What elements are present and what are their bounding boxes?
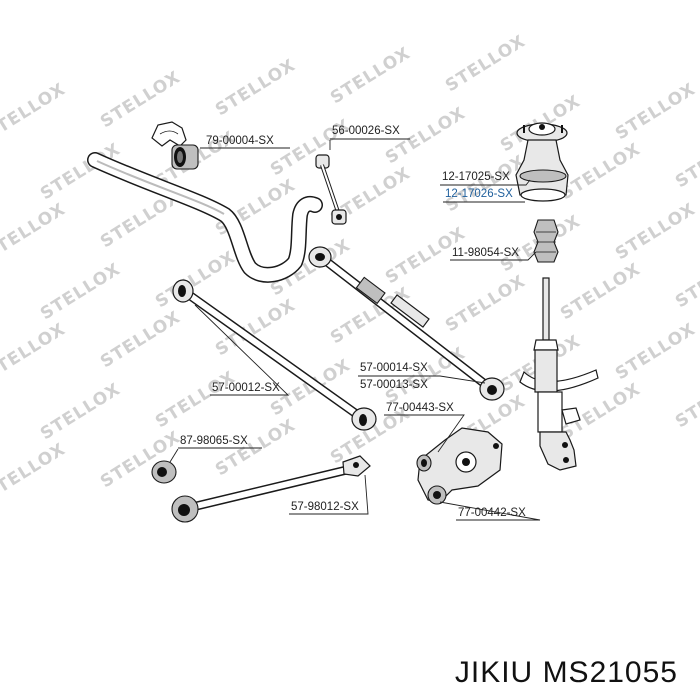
watermark-text: STELLOX: [672, 127, 700, 192]
watermark-text: STELLOX: [672, 367, 700, 432]
watermark-text: STELLOX: [442, 31, 529, 96]
watermark-text: STELLOX: [612, 319, 699, 384]
watermark-text: STELLOX: [557, 259, 644, 324]
label-adjustable-arm-1[interactable]: 57-00014-SX: [360, 362, 428, 374]
control-arm-long-part: [172, 279, 377, 431]
label-trailing-bushing[interactable]: 87-98065-SX: [180, 435, 248, 447]
part-labels: 79-00004-SX 56-00026-SX 12-17025-SX 12-1…: [180, 125, 526, 519]
bump-stop-part: [533, 219, 559, 263]
watermark-text: STELLOX: [212, 295, 299, 360]
footer-brand: JIKIU: [454, 656, 534, 689]
watermark-text: STELLOX: [327, 43, 414, 108]
watermark-text: STELLOX: [0, 199, 69, 264]
watermark-text: STELLOX: [557, 139, 644, 204]
label-strut-mount-1[interactable]: 12-17025-SX: [442, 171, 510, 183]
watermark-text: STELLOX: [0, 439, 69, 504]
trailing-bushing-part: [151, 460, 177, 484]
watermark-text: STELLOX: [37, 259, 124, 324]
watermark-text: STELLOX: [0, 319, 69, 384]
strut-mount-part: [515, 122, 569, 202]
label-control-arm-long[interactable]: 57-00012-SX: [212, 382, 280, 394]
stabilizer-bushing-part: [151, 121, 199, 170]
watermark-text: STELLOX: [97, 307, 184, 372]
watermark-text: STELLOX: [442, 271, 529, 336]
watermark-text: STELLOX: [612, 79, 699, 144]
watermark-text: STELLOX: [442, 151, 529, 216]
stabilizer-bar: [87, 152, 323, 283]
footer-caption: JIKIU MS21055: [455, 656, 678, 690]
label-adjustable-arm-2[interactable]: 57-00013-SX: [360, 379, 428, 391]
watermark-text: STELLOX: [672, 247, 700, 312]
watermark-text: STELLOX: [37, 379, 124, 444]
label-lower-arm[interactable]: 57-98012-SX: [291, 501, 359, 513]
strut-part: [519, 277, 599, 471]
leader-lines: [169, 138, 541, 521]
watermark-text: STELLOX: [212, 55, 299, 120]
label-bump-stop[interactable]: 11-98054-SX: [452, 247, 519, 259]
watermark-text: STELLOX: [0, 79, 69, 144]
label-knuckle-bushing-upper[interactable]: 77-00443-SX: [386, 402, 454, 414]
adjustable-arm-part: [308, 246, 505, 401]
stabilizer-link-part: [315, 154, 347, 225]
knuckle-part: [416, 427, 503, 505]
label-stabilizer-link[interactable]: 56-00026-SX: [332, 125, 400, 137]
label-knuckle-bushing-lower[interactable]: 77-00442-SX: [458, 507, 526, 519]
footer-part-number: MS21055: [542, 656, 678, 689]
watermark-text: STELLOX: [152, 367, 239, 432]
lower-arm-part: [171, 455, 371, 523]
label-stabilizer-bushing[interactable]: 79-00004-SX: [206, 135, 274, 147]
watermark-text: STELLOX: [612, 199, 699, 264]
label-strut-mount-2[interactable]: 12-17026-SX: [445, 188, 513, 200]
